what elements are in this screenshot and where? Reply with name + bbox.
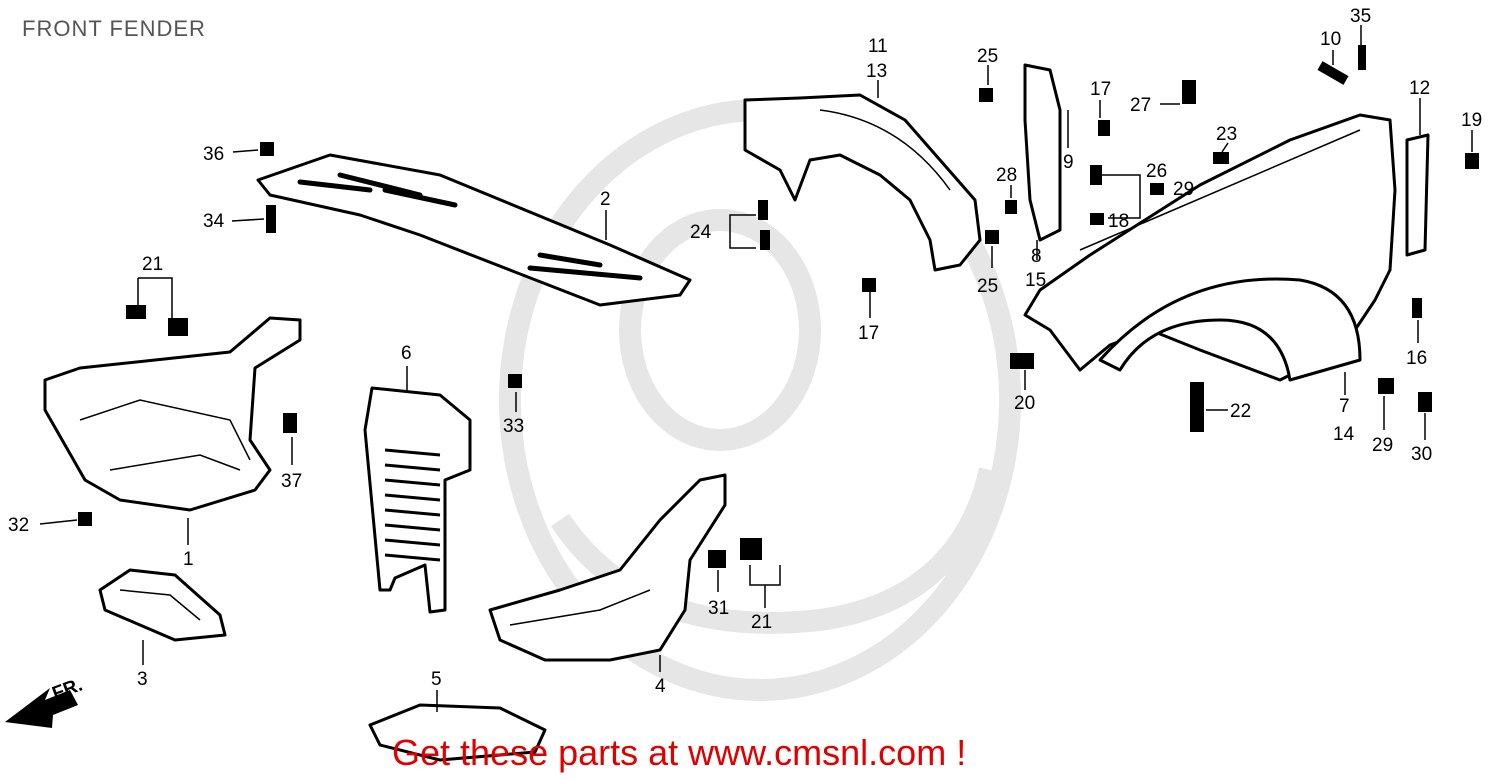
callout-17b: 17: [858, 323, 879, 344]
callout-7: 7: [1339, 396, 1350, 417]
callout-11: 11: [868, 36, 888, 57]
callout-6: 6: [401, 343, 412, 364]
callout-10: 10: [1320, 29, 1341, 50]
callout-24: 24: [690, 222, 712, 243]
callout-21b: 21: [751, 612, 772, 633]
callout-26: 26: [1146, 161, 1167, 182]
part-splash-shield-right: [488, 473, 727, 662]
front-label: FR.: [50, 674, 86, 704]
callout-17a: 17: [1090, 79, 1111, 100]
callout-3: 3: [137, 669, 148, 690]
part-air-guide-6: [363, 386, 472, 614]
part-bracket-3: [98, 568, 227, 642]
part-cover-5: [368, 703, 547, 762]
part-fender-strip: [1023, 63, 1062, 242]
callout-23: 23: [1216, 124, 1237, 145]
fasteners: [78, 45, 1479, 568]
callout-30: 30: [1411, 444, 1432, 465]
callout-19: 19: [1461, 110, 1482, 131]
callout-8: 8: [1031, 246, 1042, 267]
callout-32: 32: [8, 515, 29, 536]
callout-22: 22: [1230, 401, 1251, 422]
callout-29a: 29: [1173, 179, 1194, 200]
callout-28: 28: [996, 165, 1017, 186]
callout-labels: 36 34 2 21 37 32 1 3 6 33 4 5 24 31 21 1…: [8, 6, 1482, 697]
callout-1: 1: [183, 549, 194, 570]
part-inner-fender: [743, 93, 982, 272]
part-undercover-upper: [256, 153, 692, 307]
cmsnl-watermark-link[interactable]: Get these parts at www.cmsnl.com !: [392, 732, 967, 773]
callout-18: 18: [1108, 211, 1129, 232]
callout-12: 12: [1409, 78, 1430, 99]
callout-5: 5: [431, 669, 442, 690]
part-front-fender: [1023, 113, 1397, 382]
callout-20: 20: [1014, 393, 1035, 414]
callout-33: 33: [503, 416, 524, 437]
part-side-marker: [1405, 133, 1430, 257]
callout-9: 9: [1063, 152, 1074, 173]
callout-27: 27: [1130, 95, 1151, 116]
page-title: FRONT FENDER: [22, 16, 206, 41]
front-direction-arrow: FR.: [5, 674, 85, 728]
callout-2: 2: [600, 189, 611, 210]
callout-4: 4: [655, 676, 666, 697]
part-splash-shield-left: [43, 316, 302, 512]
callout-37: 37: [281, 471, 302, 492]
callout-29b: 29: [1372, 435, 1393, 456]
callout-34: 34: [203, 211, 225, 232]
callout-16: 16: [1406, 348, 1427, 369]
callout-31: 31: [708, 598, 729, 619]
callout-36: 36: [203, 144, 224, 165]
callout-35: 35: [1350, 6, 1371, 27]
callout-25b: 25: [977, 276, 998, 297]
callout-25a: 25: [977, 46, 998, 67]
callout-13: 13: [866, 61, 887, 82]
leader-lines: [39, 25, 1473, 712]
callout-15: 15: [1025, 270, 1046, 291]
callout-14: 14: [1333, 424, 1355, 445]
callout-21a: 21: [142, 254, 163, 275]
